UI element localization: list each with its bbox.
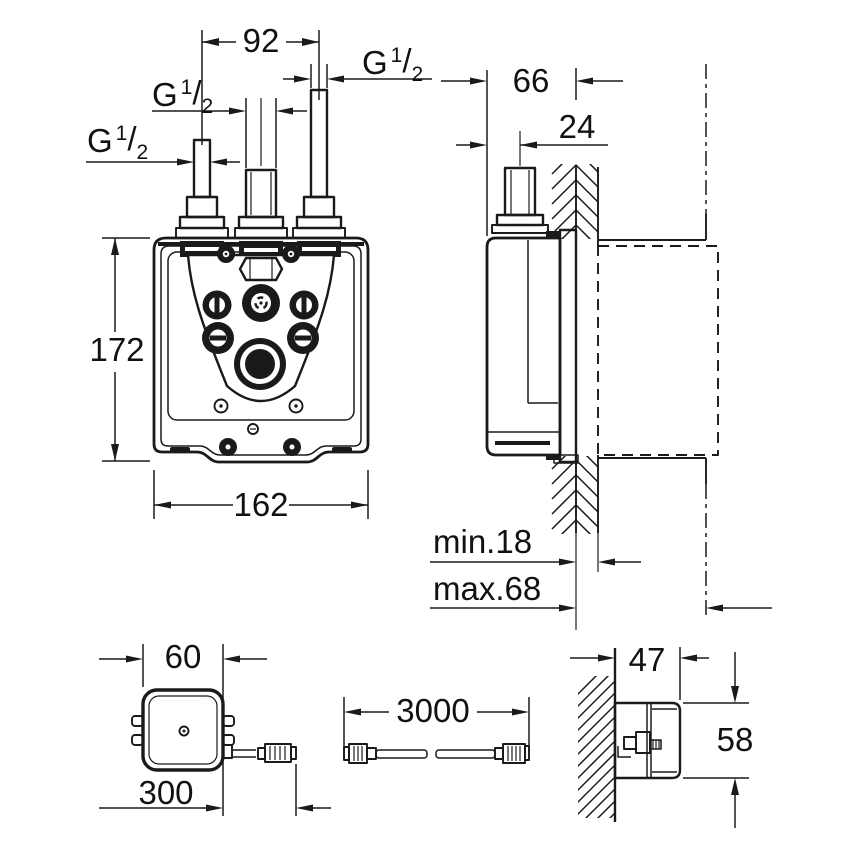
pipe-offset-label: 24	[559, 108, 596, 145]
bracket-height-label: 58	[717, 721, 754, 758]
bracket-side-view: 47	[570, 641, 753, 828]
dim-bracket-height: 58	[683, 652, 753, 828]
mounting-box-side	[485, 228, 579, 464]
psu-width-label: 60	[165, 638, 202, 675]
pipe-left	[175, 138, 229, 239]
depth-label: 66	[513, 62, 550, 99]
bracket-box	[613, 701, 682, 780]
psu-cable-label: 300	[138, 774, 193, 811]
dim-pipe-offset: 24	[456, 108, 608, 166]
dim-plaster-max: max.68	[430, 570, 772, 612]
extension-cable	[343, 743, 530, 764]
power-supply-view: 60 300	[99, 638, 331, 816]
dim-psu-cable: 300	[99, 764, 331, 816]
dim-cable-length: 3000	[343, 692, 530, 757]
plaster-max-label: max.68	[433, 570, 541, 607]
dim-body-width: 162	[153, 470, 369, 523]
dim-psu-width: 60	[99, 638, 267, 816]
dim-pipe-spacing: 92	[201, 22, 320, 145]
bracket-depth-label: 47	[629, 641, 666, 678]
body-width-label: 162	[233, 486, 288, 523]
pipe-middle	[234, 168, 288, 239]
pipe-side	[491, 166, 549, 234]
pipe-right	[292, 88, 346, 239]
dim-plaster-min: min.18	[430, 523, 641, 566]
plaster-min-label: min.18	[433, 523, 532, 560]
wall-hatch	[551, 164, 599, 630]
cable-view: 3000	[343, 692, 530, 764]
psu-box	[131, 688, 235, 772]
psu-cable	[222, 743, 297, 763]
pipe-spacing-label: 92	[243, 22, 280, 59]
dim-bracket-depth: 47	[570, 641, 709, 700]
cable-length-label: 3000	[396, 692, 469, 729]
dim-body-height: 172	[89, 237, 150, 462]
body-height-label: 172	[89, 331, 144, 368]
trim-envelope	[597, 64, 719, 618]
side-view: 66 24	[430, 62, 772, 630]
valve-cluster	[180, 241, 341, 456]
dim-depth: 66	[441, 62, 623, 236]
